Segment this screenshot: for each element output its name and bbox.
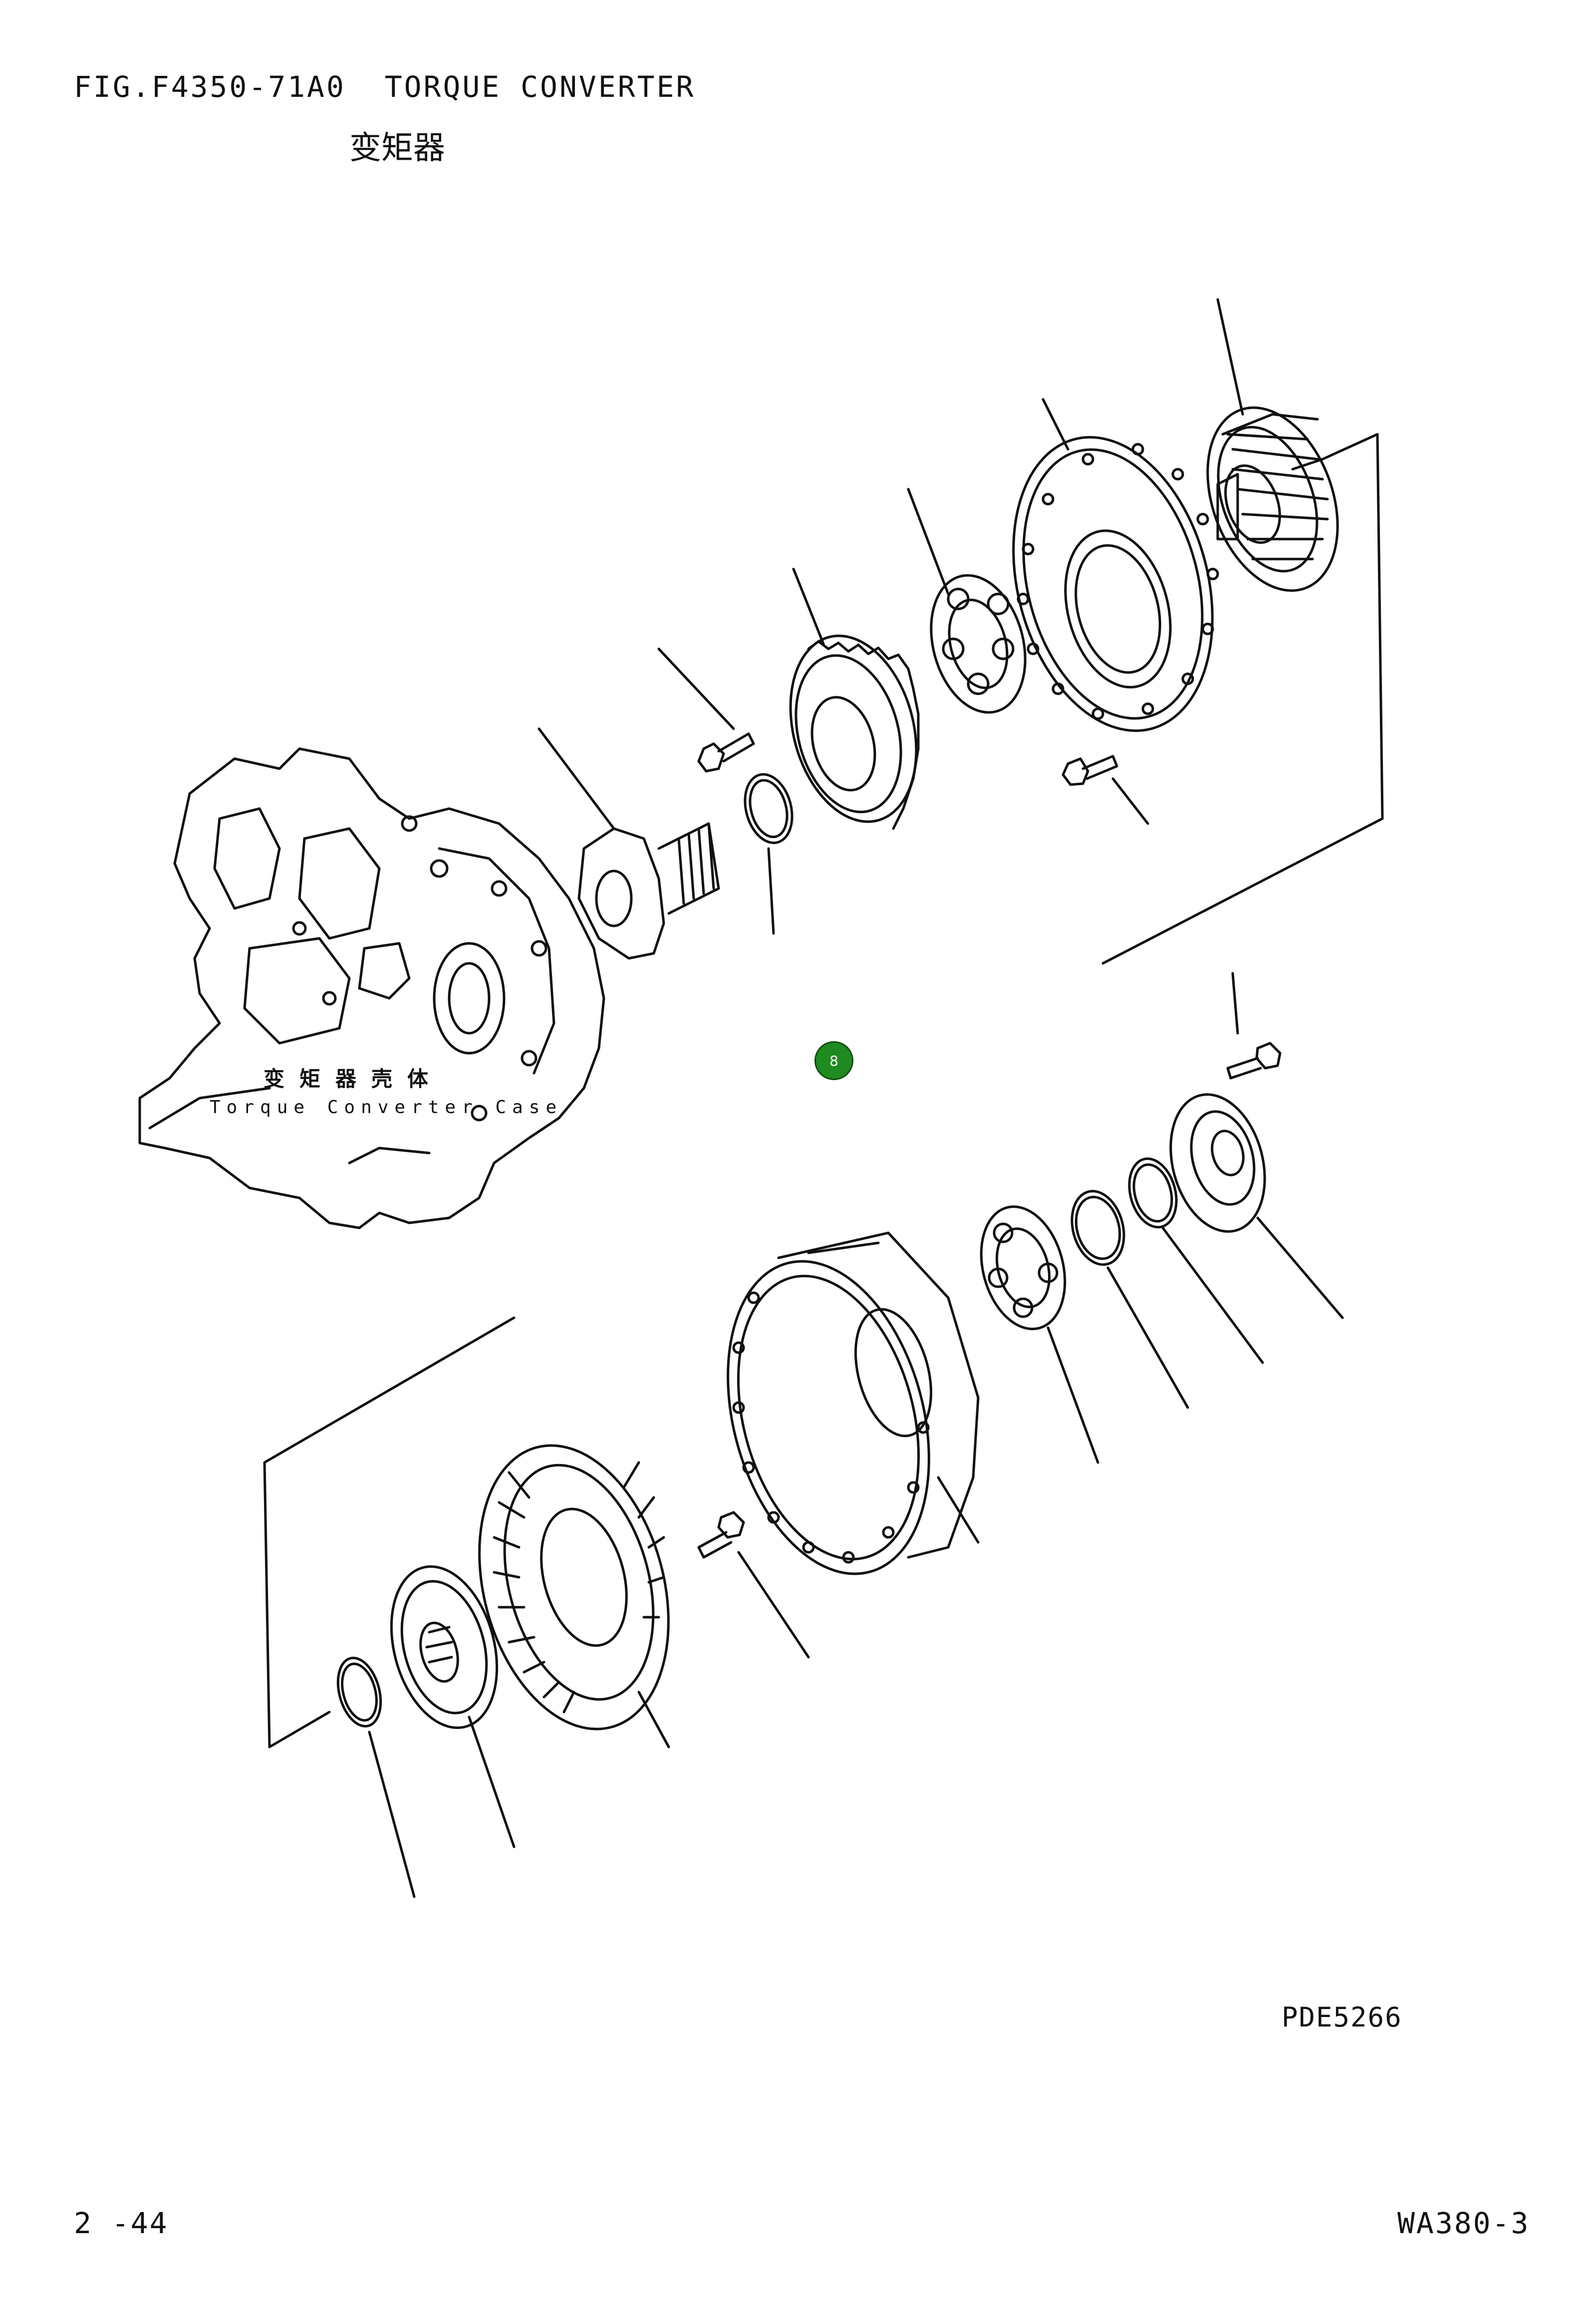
spline-flange xyxy=(390,1565,516,1848)
model-code: WA380-3 xyxy=(1397,2206,1530,2240)
stator xyxy=(1206,298,1339,592)
callout-number: 8 xyxy=(829,1052,838,1069)
figure-subtitle: 变矩器 xyxy=(349,130,445,167)
bolt-upper-right xyxy=(1062,755,1149,825)
lower-group-frame xyxy=(263,972,1239,1748)
o-ring xyxy=(744,773,794,935)
pump-impeller xyxy=(478,1444,670,1748)
upper-bearing xyxy=(907,488,1027,714)
torque-converter-case xyxy=(138,747,605,1229)
turbine-hub xyxy=(1169,1093,1344,1319)
lower-bearing xyxy=(980,1205,1099,1464)
converter-plate xyxy=(1012,398,1219,732)
case-label-english: Torque Converter Case xyxy=(210,1097,563,1118)
bolt-upper-left xyxy=(657,647,755,773)
converter-drum xyxy=(727,1231,980,1575)
case-label-chinese: 变矩器壳体 xyxy=(264,1067,444,1091)
retaining-ring xyxy=(1070,1189,1189,1409)
callout-badge[interactable]: 8 xyxy=(814,1041,853,1080)
snap-ring-right xyxy=(1128,1157,1264,1364)
page-number: 2 -44 xyxy=(74,2206,169,2240)
snap-ring-left xyxy=(336,1657,416,1898)
figure-title: FIG.F4350-71A0 TORQUE CONVERTER xyxy=(74,70,696,104)
input-shaft xyxy=(537,727,720,960)
bolt-lower-middle xyxy=(697,1511,810,1659)
drive-gear xyxy=(789,568,920,830)
bolt-lower-right xyxy=(1226,1042,1282,1080)
drawing-code: PDE5266 xyxy=(1282,2002,1402,2033)
